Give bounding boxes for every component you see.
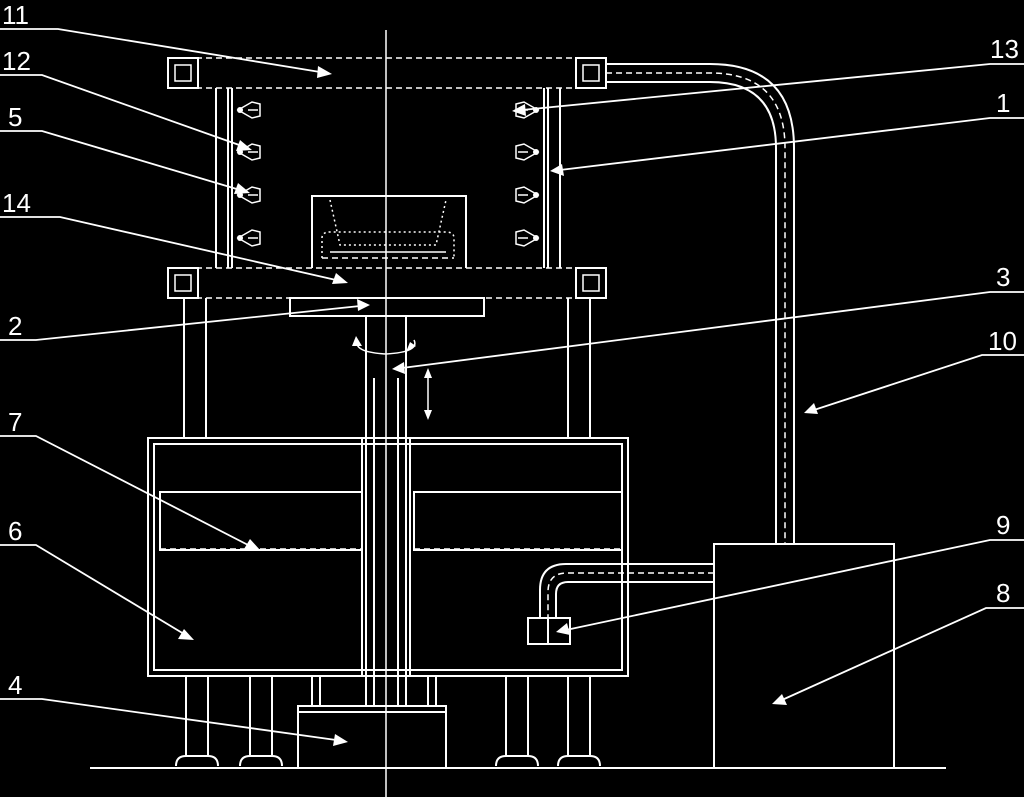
crucible-housing bbox=[311, 195, 467, 268]
return-pipe bbox=[606, 63, 812, 545]
label-2: 2 bbox=[8, 311, 22, 341]
nozzle-group-right bbox=[515, 101, 540, 247]
label-1: 1 bbox=[996, 88, 1010, 118]
label-3: 3 bbox=[996, 262, 1010, 292]
pump-unit bbox=[713, 543, 895, 769]
supply-pipe bbox=[527, 563, 714, 645]
tank-legs bbox=[175, 676, 601, 767]
label-5: 5 bbox=[8, 102, 22, 132]
water-tank bbox=[147, 437, 629, 677]
label-10: 10 bbox=[988, 326, 1017, 356]
label-6: 6 bbox=[8, 516, 22, 546]
bottom-plate bbox=[167, 267, 607, 299]
label-9: 9 bbox=[996, 510, 1010, 540]
label-13: 13 bbox=[990, 34, 1019, 64]
support-columns bbox=[183, 298, 591, 438]
label-7: 7 bbox=[8, 407, 22, 437]
lifting-shaft bbox=[352, 316, 432, 706]
label-4: 4 bbox=[8, 670, 22, 700]
nozzle-group-left bbox=[236, 101, 261, 247]
label-8: 8 bbox=[996, 578, 1010, 608]
pedestal bbox=[289, 297, 485, 317]
label-12: 12 bbox=[2, 46, 31, 76]
leader-lines bbox=[0, 28, 1024, 746]
label-14: 14 bbox=[2, 188, 31, 218]
drive-base bbox=[297, 705, 447, 769]
top-plate bbox=[167, 57, 607, 89]
label-11: 11 bbox=[2, 0, 29, 30]
upper-chamber bbox=[215, 88, 561, 268]
